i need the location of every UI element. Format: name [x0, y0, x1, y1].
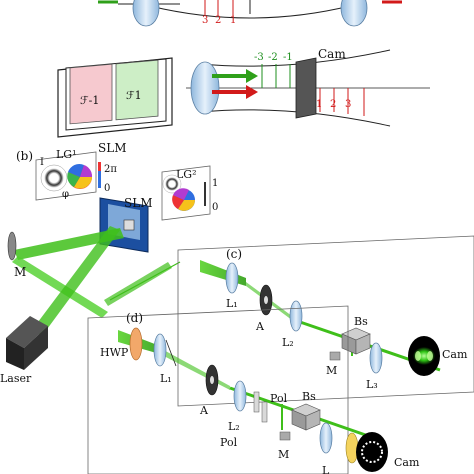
lens-d-l2	[233, 380, 247, 412]
panel-c-tag: (c)	[226, 247, 242, 261]
pol-bottom-label: Pol	[220, 436, 238, 449]
panel-b: (b) LG¹ I φ 2π 0 LG²	[0, 148, 218, 385]
lens-c-l3-label: L₃	[366, 378, 378, 391]
lg2-scale-bottom: 0	[212, 202, 218, 213]
lg1-inset: LG¹ I φ 2π 0	[35, 148, 117, 201]
cam-d-label: Cam	[394, 456, 420, 469]
top-lens-right	[340, 0, 368, 27]
panel-d-tag: (d)	[126, 311, 143, 325]
slm-cell-right-label: ℱ1	[126, 89, 142, 102]
mirror-b	[7, 231, 17, 261]
mirror-d-label: M	[278, 448, 289, 461]
top-panel: 3 2 1 ℱ-1 ℱ1 SLM -3 -2 -1 Cam	[57, 0, 430, 155]
red-tick-1: 1	[316, 99, 322, 110]
lg1-phase-label: φ	[62, 189, 69, 200]
red-tick-3: 3	[345, 99, 351, 110]
camera-slab	[295, 57, 317, 119]
lens-d-l2-label: L₂	[228, 420, 240, 433]
upper-tick-3: 3	[202, 15, 208, 26]
camera-c	[408, 336, 440, 376]
aperture-d-label: A	[199, 404, 209, 417]
green-tick-neg3: -3	[254, 52, 264, 63]
upper-tick-2: 2	[215, 15, 221, 26]
pol-top-label: Pol	[270, 392, 288, 405]
mirror-c	[329, 351, 341, 361]
half-wave-plate	[129, 327, 143, 361]
lens-c-l1-label: L₁	[226, 297, 238, 310]
cam-c-label: Cam	[442, 348, 468, 361]
lens-d-l1	[153, 333, 167, 367]
panel-b-tag: (b)	[16, 149, 33, 163]
panel-c: (c) L₁ A L₂ Bs M L₃ Cam	[177, 235, 474, 407]
green-tick-neg2: -2	[268, 52, 278, 63]
mirror-b-label: M	[14, 265, 26, 279]
laser-label: Laser	[0, 372, 32, 385]
camera-d	[345, 432, 388, 472]
mirror-d	[279, 431, 291, 441]
lens-d-l1-label: L₁	[160, 372, 172, 385]
lens-c-l2-label: L₂	[282, 336, 294, 349]
lg1-label: LG¹	[56, 148, 77, 161]
lg1-intensity-label: I	[40, 157, 44, 168]
beam-network-b	[12, 226, 181, 336]
mirror-c-label: M	[326, 364, 337, 377]
lg2-label: LG²	[176, 168, 197, 181]
lens-c-l3	[369, 342, 383, 374]
bs-d-label: Bs	[302, 390, 316, 403]
lens-d-l3	[319, 422, 333, 454]
lens-d-l3-label: L	[322, 464, 330, 474]
panel-d: (d) HWP L₁ A Pol Pol L₂ Bs M L	[87, 305, 420, 474]
beamsplitter-d	[291, 403, 321, 431]
slm-label-top: SLM	[98, 141, 126, 155]
cavity-lens	[190, 61, 220, 115]
red-tick-2: 2	[330, 99, 336, 110]
lg1-scale-top: 2π	[104, 164, 117, 175]
lens-c-l1	[225, 262, 239, 294]
slm-display: ℱ-1 ℱ1 SLM	[57, 57, 173, 155]
beamsplitter-c	[341, 327, 371, 355]
cam-label-top: Cam	[318, 47, 346, 61]
laser-head	[6, 316, 48, 370]
lg1-intensity-ring	[40, 164, 68, 192]
lg1-scale-bottom: 0	[104, 183, 110, 194]
polarizer-2	[261, 401, 268, 423]
hwp-label: HWP	[100, 346, 129, 359]
lens-c-l2	[289, 300, 303, 332]
aperture-c-label: A	[255, 320, 265, 333]
lg2-scale-top: 1	[212, 178, 218, 189]
bs-c-label: Bs	[354, 315, 368, 328]
top-lens-left	[132, 0, 160, 27]
slm-label: SLM	[124, 196, 152, 210]
slm-cell-left-label: ℱ-1	[80, 94, 99, 107]
lg2-inset: LG² 1 0	[161, 165, 218, 221]
upper-tick-1: 1	[230, 15, 236, 26]
green-tick-neg1: -1	[283, 52, 293, 63]
polarizer-1	[253, 391, 260, 413]
